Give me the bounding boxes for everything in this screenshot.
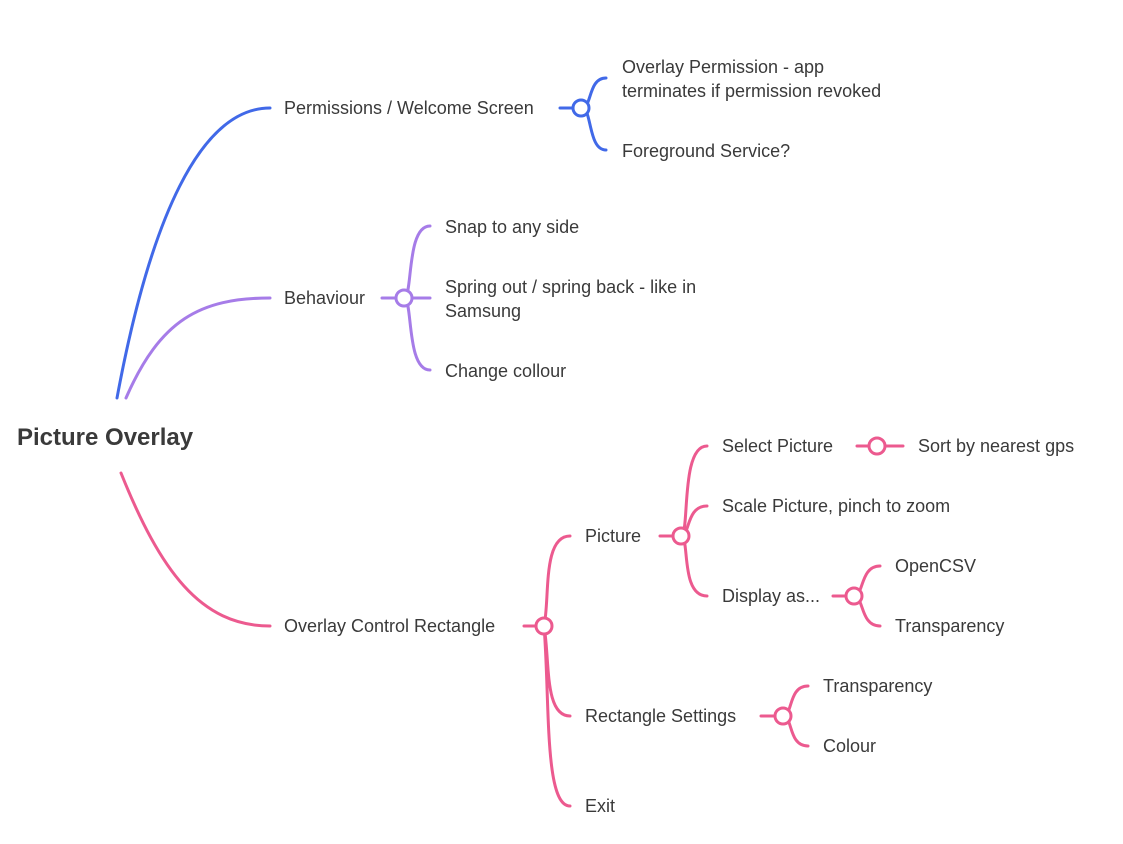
opencsv-node-label[interactable]: OpenCSV bbox=[895, 556, 976, 576]
select-picture-collapse-toggle[interactable] bbox=[867, 436, 887, 456]
overlay-collapse-toggle[interactable] bbox=[534, 616, 554, 636]
display-as-collapse-toggle[interactable] bbox=[844, 586, 864, 606]
overlay-node-label[interactable]: Overlay Control Rectangle bbox=[284, 616, 495, 636]
root-node-label[interactable]: Picture Overlay bbox=[17, 424, 194, 451]
root-to-permissions-connector bbox=[115, 106, 272, 400]
spring-line-2: Samsung bbox=[445, 301, 521, 321]
behaviour-child-change-colour[interactable]: Change collour bbox=[445, 361, 566, 381]
permissions-node-label[interactable]: Permissions / Welcome Screen bbox=[284, 98, 534, 118]
behaviour-child-connector-3 bbox=[402, 296, 432, 372]
behaviour-child-spring[interactable]: Spring out / spring back - like in Samsu… bbox=[445, 277, 701, 321]
overlay-permission-line-2: terminates if permission revoked bbox=[622, 81, 881, 101]
root-to-overlay-connector bbox=[119, 471, 272, 628]
permissions-child-foreground-service[interactable]: Foreground Service? bbox=[622, 141, 790, 161]
permissions-branch: Permissions / Welcome Screen Overlay Per… bbox=[115, 57, 881, 400]
overlay-to-picture-connector bbox=[542, 534, 572, 628]
behaviour-branch: Behaviour Snap to any side Spring out / … bbox=[124, 217, 701, 400]
overlay-branch: Overlay Control Rectangle Picture Select… bbox=[119, 436, 1074, 816]
sort-by-gps-node-label[interactable]: Sort by nearest gps bbox=[918, 436, 1074, 456]
rectangle-settings-node-label[interactable]: Rectangle Settings bbox=[585, 706, 736, 726]
behaviour-collapse-toggle[interactable] bbox=[394, 288, 414, 308]
picture-node-label[interactable]: Picture bbox=[585, 526, 641, 546]
spring-line-1: Spring out / spring back - like in bbox=[445, 277, 696, 297]
exit-node-label[interactable]: Exit bbox=[585, 796, 615, 816]
permissions-collapse-toggle[interactable] bbox=[571, 98, 591, 118]
select-picture-node-label[interactable]: Select Picture bbox=[722, 436, 833, 456]
display-as-node-label[interactable]: Display as... bbox=[722, 586, 820, 606]
rectangle-settings-collapse-toggle[interactable] bbox=[773, 706, 793, 726]
display-transparency-node-label[interactable]: Transparency bbox=[895, 616, 1004, 636]
picture-collapse-toggle[interactable] bbox=[671, 526, 691, 546]
behaviour-child-snap[interactable]: Snap to any side bbox=[445, 217, 579, 237]
rectangle-transparency-node-label[interactable]: Transparency bbox=[823, 676, 932, 696]
rectangle-colour-node-label[interactable]: Colour bbox=[823, 736, 876, 756]
root-to-behaviour-connector bbox=[124, 296, 272, 400]
permissions-child-overlay-permission[interactable]: Overlay Permission - app terminates if p… bbox=[622, 57, 881, 101]
scale-picture-node-label[interactable]: Scale Picture, pinch to zoom bbox=[722, 496, 950, 516]
picture-to-select-connector bbox=[679, 444, 709, 538]
behaviour-node-label[interactable]: Behaviour bbox=[284, 288, 365, 308]
picture-to-display-connector bbox=[679, 534, 709, 598]
overlay-to-exit-connector bbox=[542, 624, 572, 808]
behaviour-child-connector-1 bbox=[402, 224, 432, 300]
overlay-permission-line-1: Overlay Permission - app bbox=[622, 57, 824, 77]
